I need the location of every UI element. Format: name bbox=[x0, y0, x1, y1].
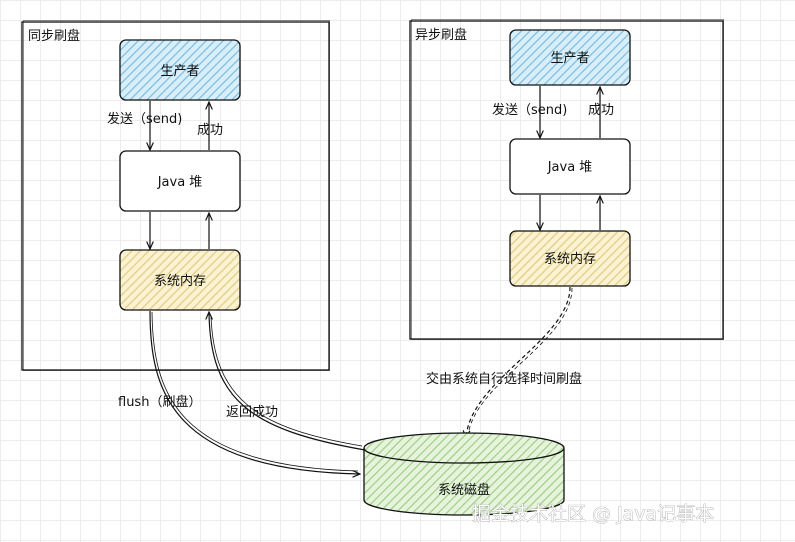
async-os-flush-arrow bbox=[466, 286, 571, 438]
async-system-memory-box: 系统内存 bbox=[509, 230, 631, 287]
async-java-heap-label: Java 堆 bbox=[547, 160, 593, 175]
sync-send-label: 发送（send) bbox=[107, 111, 182, 127]
sync-system-memory-label: 系统内存 bbox=[154, 273, 206, 289]
sync-panel: 同步刷盘 bbox=[21, 20, 330, 371]
async-panel: 异步刷盘 bbox=[409, 19, 724, 340]
async-success-label: 成功 bbox=[588, 103, 614, 118]
async-arrows bbox=[466, 86, 600, 438]
sync-producer-box: 生产者 bbox=[119, 39, 241, 101]
sync-arrows bbox=[149, 101, 366, 474]
sync-flush-arrow bbox=[149, 310, 360, 474]
watermark-text: 掘金技术社区 @ Java记事本 bbox=[472, 503, 714, 525]
async-send-label: 发送（send) bbox=[492, 102, 567, 118]
sync-system-memory-box: 系统内存 bbox=[119, 249, 241, 311]
sync-success-label: 成功 bbox=[197, 123, 223, 138]
return-success-label: 返回成功 bbox=[226, 405, 278, 420]
system-disk-label: 系统磁盘 bbox=[438, 482, 490, 498]
async-producer-label: 生产者 bbox=[550, 51, 589, 66]
sync-panel-title: 同步刷盘 bbox=[28, 28, 80, 44]
sync-java-heap-label: Java 堆 bbox=[157, 175, 203, 190]
sync-java-heap-box: Java 堆 bbox=[119, 150, 241, 212]
os-decides-label: 交由系统自行选择时间刷盘 bbox=[426, 371, 582, 387]
sync-producer-label: 生产者 bbox=[160, 64, 199, 79]
system-disk-cylinder: 系统磁盘 bbox=[363, 432, 565, 516]
async-java-heap-box: Java 堆 bbox=[509, 138, 631, 195]
async-producer-box: 生产者 bbox=[509, 29, 631, 86]
async-panel-title: 异步刷盘 bbox=[415, 27, 467, 43]
async-system-memory-label: 系统内存 bbox=[544, 251, 596, 267]
sync-return-arrow bbox=[209, 312, 366, 451]
flush-label: flush（刷盘） bbox=[118, 394, 201, 410]
